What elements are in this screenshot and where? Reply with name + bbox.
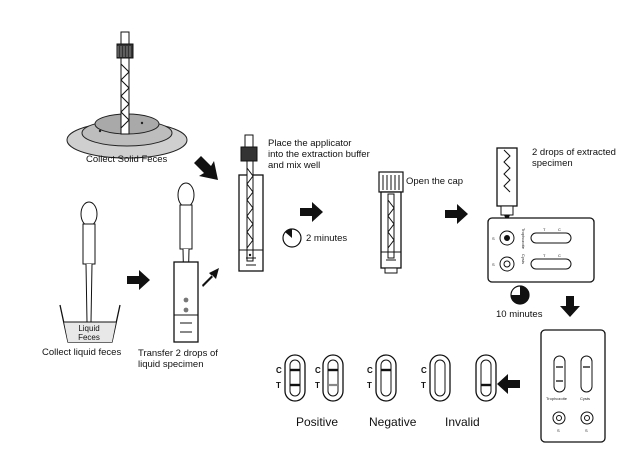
vertical-sample-well-left bbox=[552, 411, 566, 425]
test-cassette-vertical: Trophozoite Cysts S S bbox=[540, 329, 606, 443]
arrow-liquid-to-transfer bbox=[127, 270, 150, 290]
collect-solid-label: Collect Solid Feces bbox=[86, 154, 168, 165]
timer-two-minutes-label: 2 minutes bbox=[306, 233, 348, 244]
transfer-drops-label: Transfer 2 drops of liquid specimen bbox=[138, 348, 218, 370]
invalid-t-label: T bbox=[421, 381, 426, 390]
result-positive-label: Positive bbox=[296, 415, 339, 429]
arrow-down-to-vertical bbox=[560, 296, 580, 317]
liquid-feces-cup bbox=[59, 304, 121, 343]
negative-c-label: C bbox=[367, 366, 373, 375]
well-s-label-top: S bbox=[492, 236, 495, 241]
strip-invalid-2 bbox=[475, 354, 497, 402]
positive2-c-label: C bbox=[315, 366, 321, 375]
strip-invalid-1 bbox=[429, 354, 451, 402]
positive-t-label: T bbox=[276, 381, 281, 390]
cassette-line-c-bottom: C bbox=[558, 253, 561, 258]
result-strips: C T C T C T C T bbox=[276, 354, 497, 402]
vertical-window-left bbox=[553, 355, 566, 393]
arrow-mix-to-timer bbox=[300, 202, 323, 222]
cassette-line-c-top: C bbox=[558, 227, 561, 232]
sample-well-top bbox=[499, 230, 515, 246]
timer-ten-minutes-label: 10 minutes bbox=[496, 309, 543, 320]
drops-extracted-label: 2 drops of extracted specimen bbox=[532, 147, 616, 169]
sample-well-bottom bbox=[499, 256, 515, 272]
arrow-diag-solid-to-mix bbox=[194, 156, 218, 180]
positive-c-label: C bbox=[276, 366, 282, 375]
cassette-line-t-top: T bbox=[543, 227, 546, 232]
pipette-in-cup bbox=[80, 201, 98, 323]
vertical-window-right bbox=[580, 355, 593, 393]
extraction-tube-mix bbox=[238, 134, 264, 272]
open-cap-tube bbox=[378, 171, 404, 274]
applicator-stick bbox=[116, 31, 134, 135]
dropper-tube bbox=[496, 147, 518, 222]
positive2-t-label: T bbox=[315, 381, 320, 390]
cassette-line-t-bottom: T bbox=[543, 253, 546, 258]
timer-ten-minutes-icon bbox=[510, 285, 530, 305]
cassette-cysts-label: Cysts bbox=[521, 254, 526, 264]
arrow-left-to-results bbox=[497, 374, 520, 394]
arrow-diag-transfer-to-mix bbox=[202, 268, 219, 287]
result-window-cysts bbox=[530, 258, 572, 270]
vertical-well-s-right: S bbox=[585, 428, 588, 433]
test-cassette: S S T C T C Trophozoite Cysts bbox=[487, 217, 595, 283]
result-negative-label: Negative bbox=[369, 415, 417, 429]
strip-negative bbox=[375, 354, 397, 402]
negative-t-label: T bbox=[367, 381, 372, 390]
place-applicator-label: Place the applicator into the extraction… bbox=[268, 138, 370, 171]
vertical-sample-well-right bbox=[580, 411, 594, 425]
vertical-cysts-label: Cysts bbox=[580, 396, 590, 401]
timer-two-minutes-icon bbox=[282, 228, 302, 248]
buffer-tube-transfer bbox=[173, 261, 199, 343]
arrows bbox=[127, 156, 580, 394]
cassette-trophozoite-label: Trophozoite bbox=[521, 228, 526, 250]
result-invalid-label: Invalid bbox=[445, 415, 480, 429]
invalid-c-label: C bbox=[421, 366, 427, 375]
strip-positive-1 bbox=[284, 354, 306, 402]
result-window-trophozoite bbox=[530, 232, 572, 244]
vertical-trophozoite-label: Trophozoite bbox=[546, 396, 568, 401]
vertical-well-s-left: S bbox=[557, 428, 560, 433]
well-s-label-bottom: S bbox=[492, 262, 495, 267]
open-cap-label: Open the cap bbox=[406, 176, 464, 187]
arrow-open-to-drop bbox=[445, 204, 468, 224]
collect-liquid-label: Collect liquid feces bbox=[42, 347, 122, 358]
strip-positive-2 bbox=[322, 354, 344, 402]
